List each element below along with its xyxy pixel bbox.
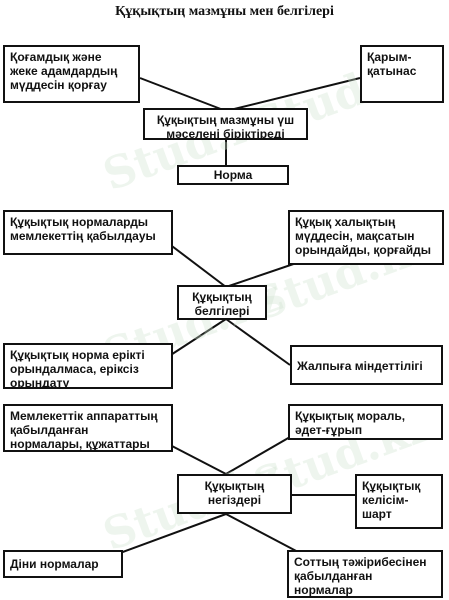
connector-line <box>169 444 227 475</box>
connector-line <box>119 513 227 554</box>
box-forced-execution: Құқықтық норма ерікті орындалмаса, ерікс… <box>3 343 173 389</box>
box-people-interests: Құқық халықтың мүддесін, мақсатын орында… <box>288 210 444 265</box>
box-legal-contract: Құқықтық келісім- шарт <box>355 474 443 529</box>
box-state-adoption: Құқықтық нормаларды мемлекеттің қабылдау… <box>3 210 173 255</box>
box-court-practice: Соттың тәжірибесінен қабылданған нормала… <box>287 550 443 598</box>
box-religious-norms: Діни нормалар <box>3 550 123 578</box>
box-morality-customs: Құқықтық мораль, әдет-ғұрып <box>288 404 443 440</box>
connector-line <box>225 318 291 366</box>
box-protect-interests: Қоғамдық және жеке адамдардың мүддесін қ… <box>3 45 140 103</box>
box-norm: Норма <box>177 165 289 185</box>
box-content-three-issues: Құқықтың мазмұны үш мәселені біріктіреді <box>143 108 308 140</box>
connector-line <box>139 77 227 112</box>
box-universally-binding: Жалпыға міндеттілігі <box>290 345 443 385</box>
box-law-features: Құқықтың белгілері <box>177 285 267 320</box>
connector-line <box>225 513 301 554</box>
connector-line <box>225 436 291 475</box>
box-relationship: Қарым- қатынас <box>360 45 444 103</box>
connector-line <box>225 77 361 112</box>
box-state-apparatus: Мемлекеттік аппараттың қабылданған норма… <box>3 404 173 452</box>
page-title: Құқықтың мазмұны мен белгілері <box>115 4 334 19</box>
box-law-foundations: Құқықтың негіздері <box>177 474 292 514</box>
